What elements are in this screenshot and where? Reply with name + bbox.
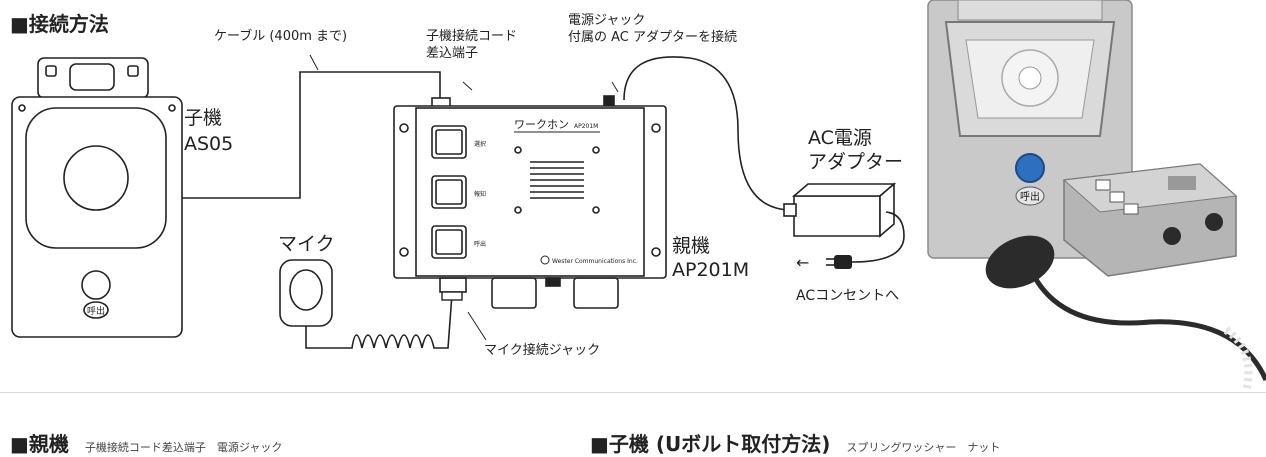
- child-cord-label-line2: 差込端子: [426, 46, 479, 61]
- ac-adapter-label-line1: AC電源: [808, 127, 872, 149]
- device-model-small: AP201M: [574, 123, 598, 130]
- ac-adapter: [783, 182, 897, 238]
- section-divider: [0, 392, 1266, 393]
- microphone: [279, 259, 333, 327]
- maker-logo-icon: [540, 255, 550, 265]
- connection-diagram: 呼出 ワークホン AP201M: [11, 0, 1266, 393]
- child-section-title: ■子機 (Uボルト取付方法): [590, 432, 831, 456]
- cord-pointer: [462, 81, 473, 91]
- parent-unit-ap201m: [393, 95, 667, 309]
- child-call-label: 呼出: [87, 305, 105, 317]
- mic-jack-pointer: [467, 311, 487, 341]
- child-unit-name: 子機: [184, 107, 223, 129]
- outlet-cable: [851, 211, 905, 263]
- power-jack-label-line1: 電源ジャック: [568, 13, 646, 28]
- outlet-arrow-icon: ←: [796, 253, 810, 272]
- power-cable: [623, 56, 793, 211]
- child-cord-label-line1: 子機接続コード: [426, 29, 518, 44]
- device-button-1: 選択: [474, 140, 486, 148]
- mic-label: マイク: [278, 233, 335, 255]
- parent-section-title: ■親機: [10, 432, 69, 456]
- parent-section-sub: 子機接続コード差込端子 電源ジャック: [84, 441, 283, 454]
- parent-unit-name: 親機: [672, 235, 711, 257]
- section-title: ■接続方法: [10, 12, 109, 36]
- cable-line: [182, 71, 441, 199]
- power-jack-label-line2: 付属の AC アダプターを接続: [568, 30, 738, 45]
- child-unit-as05: [11, 57, 183, 338]
- mic-cord: [305, 293, 453, 349]
- device-maker: Wester Communications Inc.: [552, 258, 638, 265]
- ac-outlet-label: ACコンセントへ: [796, 288, 900, 304]
- child-unit-model: AS05: [184, 133, 234, 155]
- plug-icon: [826, 255, 852, 269]
- mic-jack-label: マイク接続ジャック: [484, 343, 601, 358]
- device-button-3: 呼出: [474, 240, 486, 248]
- device-brand: ワークホン: [514, 118, 569, 131]
- product-photo: [927, 0, 1266, 393]
- cable-label: ケーブル (400m まで): [214, 29, 348, 44]
- device-button-2: 報知: [474, 190, 486, 198]
- parent-unit-model: AP201M: [672, 259, 750, 281]
- child-section-sub: スプリングワッシャー ナット: [846, 441, 1001, 454]
- bottom-right-heading: ■子機 (Uボルト取付方法) スプリングワッシャー ナット: [590, 428, 1000, 457]
- bottom-left-heading: ■親機 子機接続コード差込端子 電源ジャック: [10, 428, 282, 457]
- photo-call-label: 呼出: [1020, 190, 1040, 203]
- ac-adapter-label-line2: アダプター: [808, 151, 904, 173]
